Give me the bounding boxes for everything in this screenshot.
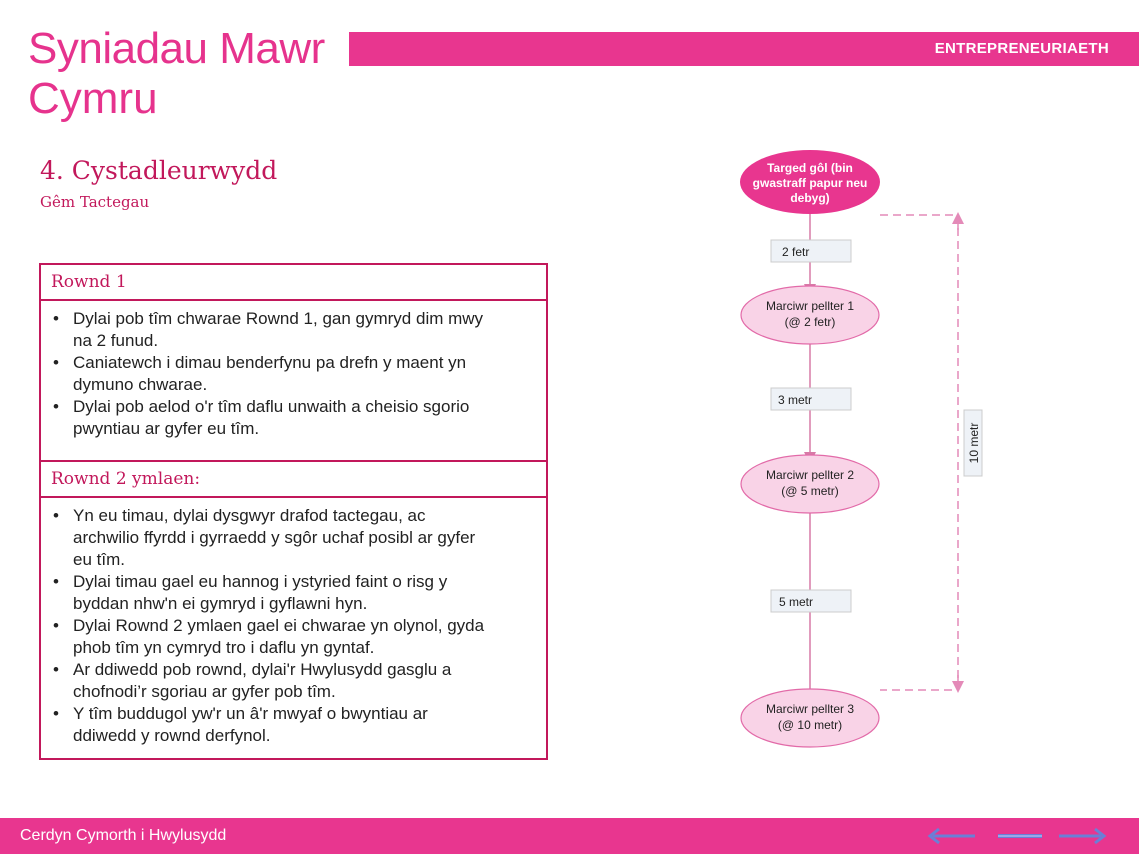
list-item: Ar ddiwedd pob rownd, dylai'r Hwylusydd …: [51, 659, 532, 703]
distance-label-box: [770, 589, 852, 613]
marker3-label-line2: (@ 10 metr): [778, 718, 842, 732]
back-arrow-icon[interactable]: [927, 826, 977, 846]
home-line-icon[interactable]: [995, 826, 1045, 846]
round1-list: Dylai pob tîm chwarae Rownd 1, gan gymry…: [41, 301, 546, 440]
distance-label-box: [770, 239, 852, 263]
distance-label-3: 3 metr: [778, 393, 812, 407]
marker2-node: [740, 454, 880, 514]
round2-list: Yn eu timau, dylai dysgwyr drafod tacteg…: [41, 498, 546, 747]
target-label-line3: debyg): [790, 191, 829, 205]
list-item-line: Ar ddiwedd pob rownd, dylai'r Hwylusydd …: [73, 660, 452, 679]
distance-label-5: 5 metr: [779, 595, 813, 609]
footer-label: Cerdyn Cymorth i Hwylusydd: [20, 827, 227, 844]
target-node: [740, 150, 880, 214]
list-item-line: Dylai pob aelod o'r tîm daflu unwaith a …: [73, 397, 470, 416]
list-item-line: ddiwedd y rownd derfynol.: [73, 726, 271, 745]
round1-panel: Rownd 1 Dylai pob tîm chwarae Rownd 1, g…: [39, 263, 548, 462]
list-item-line: Dylai Rownd 2 ymlaen gael ei chwarae yn …: [73, 616, 485, 635]
marker3-node: [740, 688, 880, 748]
list-item-line: dymuno chwarae.: [73, 375, 208, 394]
distance-diagram: Targed gôl (bin gwastraff papur neu deby…: [740, 150, 983, 748]
list-item-line: Caniatewch i dimau benderfynu pa drefn y…: [73, 353, 467, 372]
brand-title-line2: Cymru: [28, 74, 158, 123]
round2-panel: Rownd 2 ymlaen: Yn eu timau, dylai dysgw…: [39, 460, 548, 760]
list-item-line: archwilio ffyrdd i gyrraedd y sgôr uchaf…: [73, 528, 476, 547]
list-item-line: Dylai timau gael eu hannog i ystyried fa…: [73, 572, 448, 591]
list-item-line: eu tîm.: [73, 550, 125, 569]
list-item: Caniatewch i dimau benderfynu pa drefn y…: [51, 352, 532, 396]
marker3-label-line1: Marciwr pellter 3: [766, 702, 854, 716]
list-item-line: Y tîm buddugol yw'r un â'r mwyaf o bwynt…: [73, 704, 428, 723]
marker1-label-line2: (@ 2 fetr): [785, 315, 836, 329]
list-item-line: Dylai pob tîm chwarae Rownd 1, gan gymry…: [73, 309, 484, 328]
round1-heading: Rownd 1: [41, 265, 546, 301]
brand-title-line1: Syniadau Mawr: [28, 24, 325, 73]
list-item: Dylai Rownd 2 ymlaen gael ei chwarae yn …: [51, 615, 532, 659]
section-subtitle: Gêm Tactegau: [40, 193, 150, 211]
marker2-label-line1: Marciwr pellter 2: [766, 468, 854, 482]
list-item: Dylai pob aelod o'r tîm daflu unwaith a …: [51, 396, 532, 440]
distance-label-box: [770, 387, 852, 411]
header-label: ENTREPRENEURIAETH: [934, 40, 1109, 57]
round2-heading: Rownd 2 ymlaen:: [41, 462, 546, 498]
list-item-line: Yn eu timau, dylai dysgwyr drafod tacteg…: [73, 506, 426, 525]
list-item-line: pwyntiau ar gyfer eu tîm.: [73, 419, 260, 438]
list-item: Yn eu timau, dylai dysgwyr drafod tacteg…: [51, 505, 532, 571]
list-item: Y tîm buddugol yw'r un â'r mwyaf o bwynt…: [51, 703, 532, 747]
list-item-line: phob tîm yn cymryd tro i daflu yn gyntaf…: [73, 638, 375, 657]
total-distance-bracket: [880, 214, 959, 691]
marker1-node: [740, 285, 880, 345]
footer-bar: Cerdyn Cymorth i Hwylusydd: [0, 818, 1139, 854]
target-label-line2: gwastraff papur neu: [753, 176, 868, 190]
total-label-box: [963, 409, 983, 477]
total-distance-label: 10 metr: [967, 423, 981, 464]
list-item-line: chofnodi’r sgoriau ar gyfer pob tîm.: [73, 682, 336, 701]
header-bar: ENTREPRENEURIAETH: [349, 32, 1139, 66]
list-item-line: byddan nhw'n ei gymryd i gyflawni hyn.: [73, 594, 368, 613]
distance-label-2: 2 fetr: [782, 245, 809, 259]
marker2-label-line2: (@ 5 metr): [781, 484, 839, 498]
target-label-line1: Targed gôl (bin: [767, 161, 853, 175]
list-item: Dylai timau gael eu hannog i ystyried fa…: [51, 571, 532, 615]
next-arrow-icon[interactable]: [1057, 826, 1107, 846]
marker1-label-line1: Marciwr pellter 1: [766, 299, 854, 313]
list-item-line: na 2 funud.: [73, 331, 159, 350]
section-title: 4. Cystadleurwydd: [40, 156, 278, 185]
list-item: Dylai pob tîm chwarae Rownd 1, gan gymry…: [51, 308, 532, 352]
